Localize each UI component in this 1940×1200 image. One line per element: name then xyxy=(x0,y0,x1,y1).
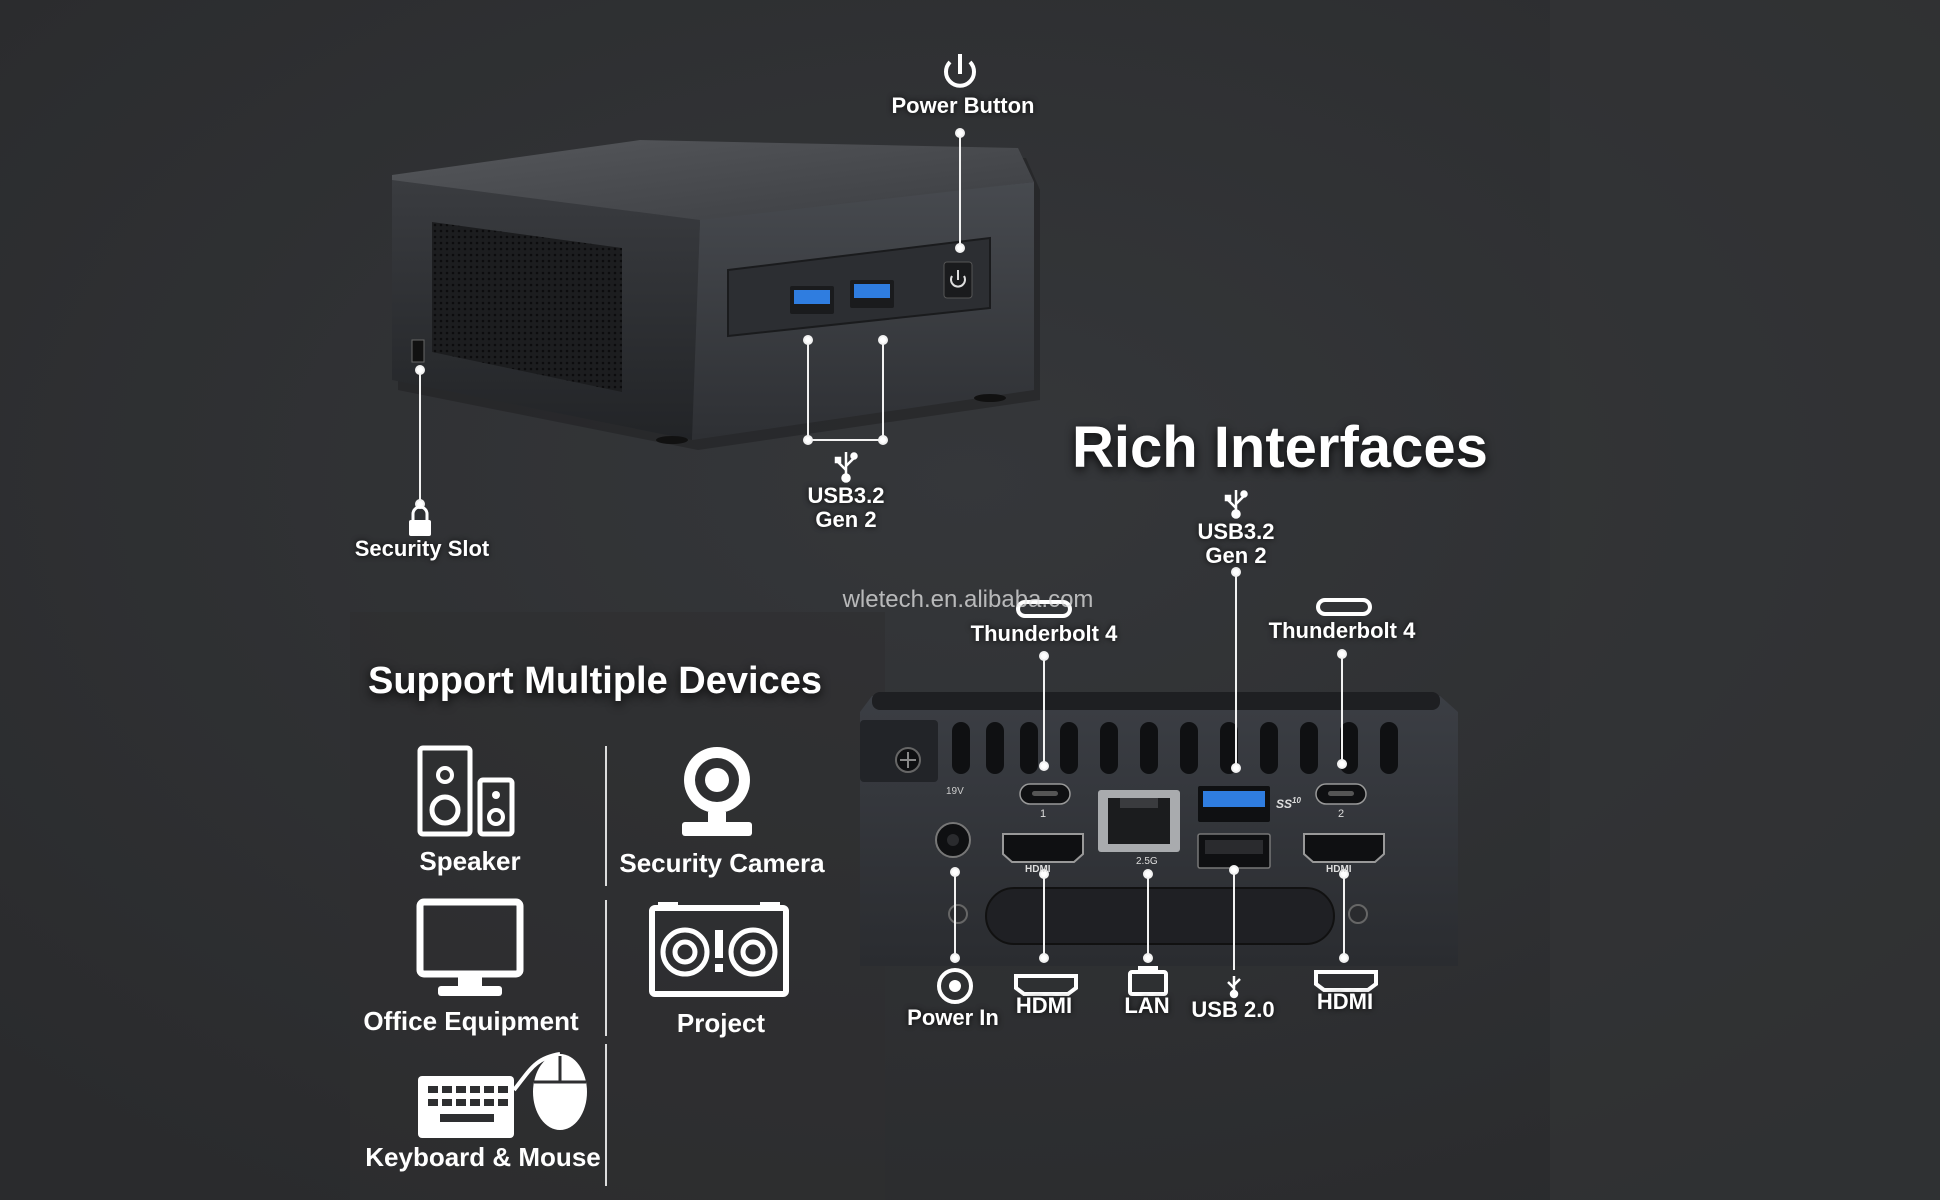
usb-icon-front xyxy=(834,452,858,483)
ss-sub-text: 10 xyxy=(1292,796,1301,805)
rear-usb32-port xyxy=(1198,786,1270,822)
power-in-label: Power In xyxy=(907,1005,999,1030)
rear-hdmi-port-1 xyxy=(1002,833,1084,863)
front-callouts xyxy=(415,128,965,509)
monitor-icon xyxy=(416,898,524,996)
tb-port-2-marking: 2 xyxy=(1338,808,1345,820)
keyboard-mouse-label: Keyboard & Mouse xyxy=(365,1142,601,1172)
projector-icon xyxy=(649,902,789,997)
project-label: Project xyxy=(676,1008,766,1038)
vent-mesh xyxy=(432,222,622,392)
hdmi-marking-left: HDMI xyxy=(1025,864,1051,875)
power-icon xyxy=(944,54,976,88)
hdmi-icon-right xyxy=(1314,970,1378,992)
power-button-label: Power Button xyxy=(891,93,1035,118)
security-slot-label: Security Slot xyxy=(354,536,490,561)
thunderbolt-icon-right xyxy=(1316,598,1372,616)
front-power-button xyxy=(943,261,973,299)
usb-front-label-line2: Gen 2 xyxy=(815,507,877,532)
support-devices-title: Support Multiple Devices xyxy=(368,660,822,702)
thunderbolt-icon-left xyxy=(1016,600,1072,618)
rear-lan-port xyxy=(1098,790,1180,852)
dc-voltage-marking: 19V xyxy=(946,786,964,797)
rear-mini-pc xyxy=(860,692,1458,966)
office-equipment-label: Office Equipment xyxy=(363,1006,579,1036)
lan-icon xyxy=(1128,966,1168,996)
rear-tb4-port-1 xyxy=(1019,783,1071,805)
security-camera-icon xyxy=(682,747,752,836)
lan-label: LAN xyxy=(1124,993,1170,1018)
rear-dc-jack xyxy=(935,822,971,858)
hdmi-icon-left xyxy=(1014,974,1078,996)
rear-vent-slots xyxy=(952,722,1398,774)
usb-icon-rear xyxy=(1224,490,1248,519)
hdmi-right-label: HDMI xyxy=(1316,989,1374,1014)
usb-rear-label-line1: USB3.2 xyxy=(1197,519,1275,544)
usb-front-label: USB3.2 Gen 2 xyxy=(807,484,884,532)
speaker-label: Speaker xyxy=(419,846,521,876)
security-camera-label: Security Camera xyxy=(619,848,825,878)
thunderbolt-left-label: Thunderbolt 4 xyxy=(970,621,1118,646)
hdmi-left-label: HDMI xyxy=(1015,993,1073,1018)
power-in-icon xyxy=(937,968,973,1004)
keyboard-mouse-icon xyxy=(418,1052,587,1138)
front-mini-pc xyxy=(392,140,1040,450)
rear-tb4-port-2 xyxy=(1315,783,1367,805)
rich-interfaces-title: Rich Interfaces xyxy=(1072,415,1488,480)
watermark: wletech.en.alibaba.com xyxy=(842,586,1094,613)
usb20-label: USB 2.0 xyxy=(1191,997,1275,1022)
thunderbolt-right-label: Thunderbolt 4 xyxy=(1268,618,1416,643)
usb-rear-label: USB3.2 Gen 2 xyxy=(1197,520,1274,568)
ss-mark-text: SS xyxy=(1276,797,1293,811)
ss-marking: SS10 xyxy=(1276,796,1301,811)
rear-usb20-port xyxy=(1197,833,1271,869)
rear-hdmi-port-2 xyxy=(1303,833,1385,863)
tb-port-1-marking: 1 xyxy=(1040,808,1047,820)
rear-callouts xyxy=(950,567,1349,970)
front-usb-port-1 xyxy=(790,286,834,314)
speaker-icon xyxy=(417,745,515,837)
front-usb-port-2 xyxy=(850,280,894,308)
hdmi-marking-right: HDMI xyxy=(1326,864,1352,875)
lan-speed-marking: 2.5G xyxy=(1136,856,1158,867)
usb-rear-label-line2: Gen 2 xyxy=(1205,543,1267,568)
usb-icon-rear-20 xyxy=(1227,976,1241,999)
lock-icon xyxy=(409,505,431,536)
usb-front-label-line1: USB3.2 xyxy=(807,483,885,508)
